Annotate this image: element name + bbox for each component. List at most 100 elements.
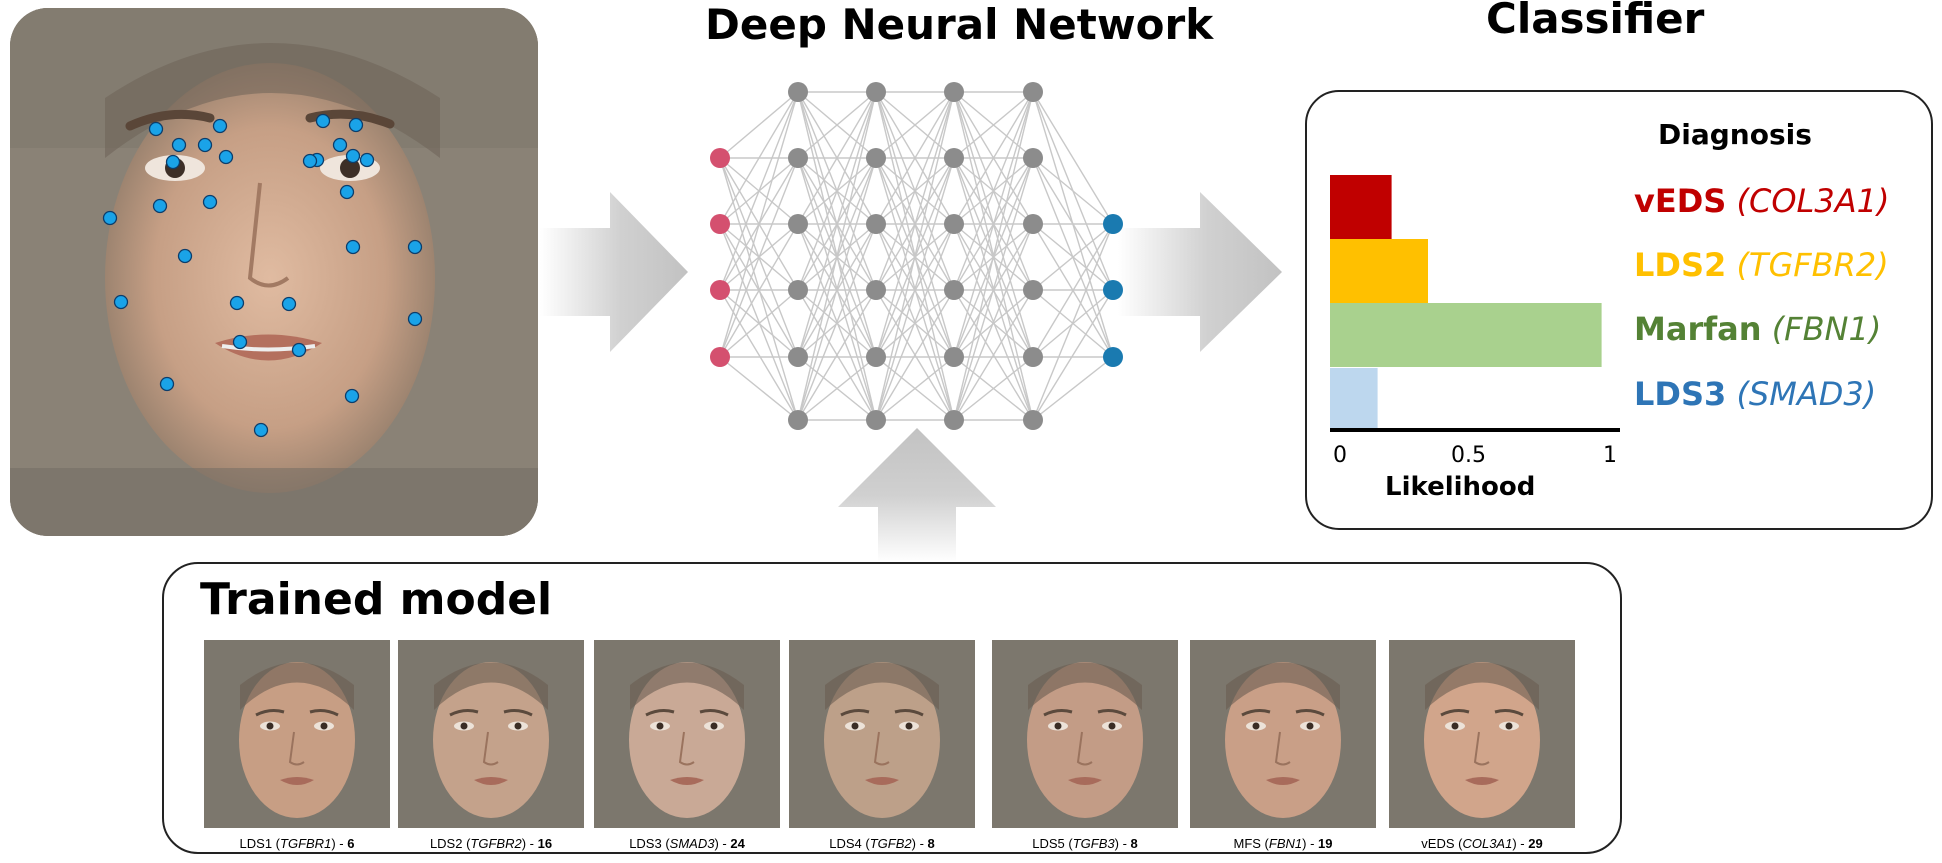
hidden-node [1023,410,1043,430]
landmark-point [165,154,181,170]
landmark-point [148,121,164,137]
landmark-point [291,342,307,358]
arrow-network-to-classifier [1118,192,1282,352]
output-node [1103,214,1123,234]
network-edge [1032,289,1114,421]
network-edge [719,91,799,159]
network-edge [797,91,877,159]
network-edge [875,91,955,225]
network-edge [797,157,877,421]
diagnosis-gene: (COL3A1) [1736,182,1890,220]
likelihood-bar [1330,303,1602,367]
hidden-node [1023,280,1043,300]
hidden-node [866,280,886,300]
network-edge [1032,223,1114,291]
diagnosis-label-lds3: LDS3 (SMAD3) [1634,375,1876,413]
caption-gene: FBN1 [1268,836,1303,851]
network-edge [719,91,799,291]
x-tick-0: 0 [1333,443,1347,468]
network-edge [1032,223,1114,421]
caption-gene: TGFBR2 [470,836,522,851]
diagnosis-abbr: LDS3 [1634,375,1727,413]
network-edge [875,223,955,421]
network-edge [1032,223,1114,358]
x-tick-0-5: 0.5 [1451,443,1486,468]
network-edge [719,223,799,358]
caption-gene: TGFBR1 [280,836,332,851]
face-thumbnail [204,640,390,828]
landmark-point [113,294,129,310]
hidden-node [788,214,808,234]
network-edge [797,91,877,225]
input-node [710,214,730,234]
network-edge [953,223,1034,421]
network-edge [953,91,1034,291]
composite-caption-mfs: MFS (FBN1) - 19 [1190,836,1376,851]
network-edge [797,223,877,421]
hidden-node [1023,214,1043,234]
composite-caption-lds5: LDS5 (TGFB3) - 8 [992,836,1178,851]
classifier-title: Classifier [1486,0,1705,43]
caption-name: LDS2 ( [429,836,471,851]
network-edge [797,91,877,358]
hidden-node [788,82,808,102]
face-thumbnail [1190,640,1376,828]
x-tick-1: 1 [1603,443,1617,468]
network-edge [875,157,955,421]
caption-name: MFS ( [1233,836,1269,851]
caption-count: 29 [1528,836,1543,851]
network-edge [953,91,1034,159]
likelihood-bar [1330,368,1378,432]
network-edge [953,356,1034,421]
caption-count: 6 [347,836,355,851]
neural-network-diagram [710,82,1123,430]
network-edge [875,91,955,358]
network-edge [719,356,799,421]
network-edge [953,289,1034,421]
landmark-point [229,295,245,311]
caption-separator: ) - [714,836,731,851]
composite-caption-lds3: LDS3 (SMAD3) - 24 [594,836,780,851]
caption-separator: ) - [1302,836,1319,851]
landmark-point [339,184,355,200]
network-edge [719,91,799,225]
caption-count: 24 [730,836,745,851]
composite-caption-lds4: LDS4 (TGFB2) - 8 [789,836,975,851]
likelihood-bar [1330,239,1428,303]
diagnosis-abbr: Marfan [1634,310,1762,348]
network-edge [953,91,1034,358]
hidden-node [866,82,886,102]
network-edge [953,91,1034,225]
landmark-point [345,239,361,255]
network-edge [1032,157,1114,225]
composite-face-lds4 [789,640,975,828]
likelihood-bar [1330,175,1392,239]
diagnosis-label-veds: vEDS (COL3A1) [1634,182,1889,220]
caption-separator: ) - [911,836,928,851]
face-thumbnail [1389,640,1575,828]
caption-gene: TGFB3 [1072,836,1115,851]
network-edge [797,289,877,421]
hidden-node [944,347,964,367]
composite-caption-lds2: LDS2 (TGFBR2) - 16 [398,836,584,851]
face-thumbnail [992,640,1178,828]
network-edge [719,157,799,421]
diagnosis-abbr: LDS2 [1634,246,1727,284]
landmark-point [302,153,318,169]
landmark-point [344,388,360,404]
landmark-point [359,152,375,168]
landmark-point [407,239,423,255]
hidden-node [866,148,886,168]
network-edge [719,289,799,358]
landmark-point [281,296,297,312]
landmark-point [315,113,331,129]
landmark-point [332,137,348,153]
diagnosis-title: Diagnosis [1658,118,1812,151]
network-edge [719,157,799,358]
landmark-point [218,149,234,165]
caption-separator: ) - [1512,836,1529,851]
composite-face-lds2 [398,640,584,828]
caption-separator: ) - [521,836,538,851]
landmark-point [345,148,361,164]
landmark-point [171,137,187,153]
